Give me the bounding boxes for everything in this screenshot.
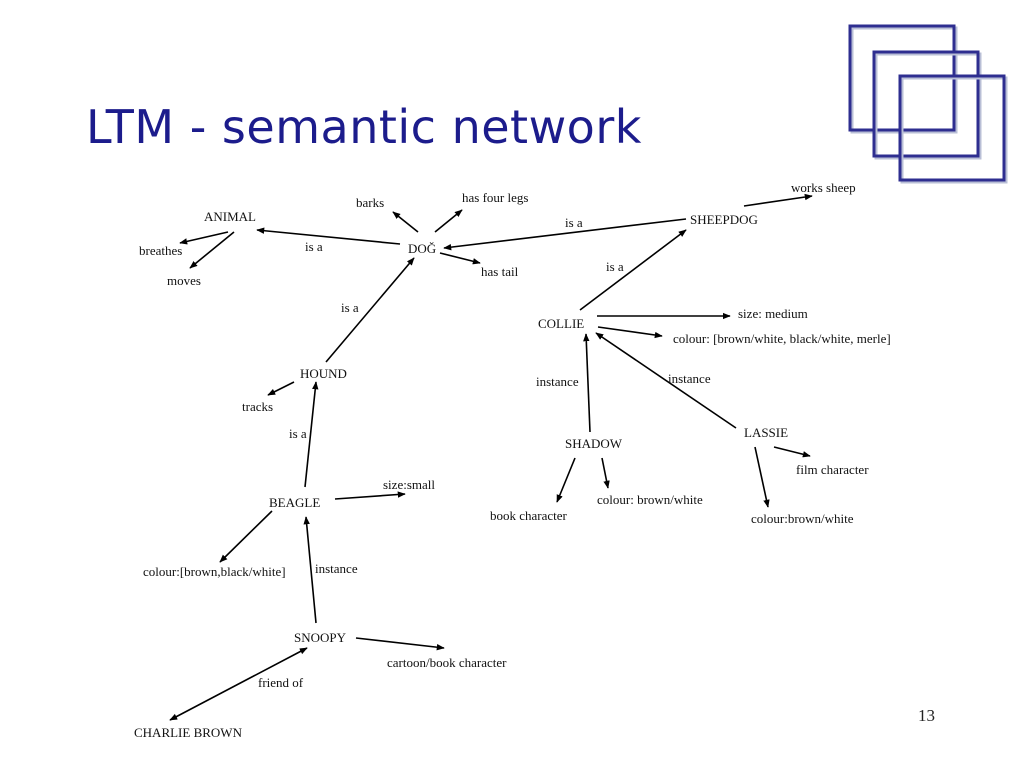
deco-square-3 xyxy=(900,76,1008,184)
edge-label-sheepdog-dog: is a xyxy=(565,215,583,230)
edge-label-lassie-collie: instance xyxy=(668,371,711,386)
edges xyxy=(169,193,813,721)
edge-label-snoopy-beagle: instance xyxy=(315,561,358,576)
slide-title: LTM - semantic network xyxy=(86,100,642,154)
node-size-medium: size: medium xyxy=(738,306,808,321)
node-lassie: LASSIE xyxy=(744,425,788,440)
node-works-sheep: works sheep xyxy=(791,180,856,195)
edge-beagle-colour xyxy=(219,510,273,563)
node-tracks: tracks xyxy=(242,399,273,414)
node-has-four-legs: has four legs xyxy=(462,190,528,205)
edge-beagle-size-small xyxy=(334,491,406,500)
node-charlie-brown: CHARLIE BROWN xyxy=(134,725,243,740)
node-snoopy: SNOOPY xyxy=(294,630,347,645)
edge-label-collie-sheepdog: is a xyxy=(606,259,624,274)
node-colour-lassie: colour:brown/white xyxy=(751,511,854,526)
edge-dog-has-four-legs xyxy=(434,209,463,233)
edge-shadow-collie xyxy=(583,333,591,433)
node-book-character: book character xyxy=(490,508,568,523)
node-collie: COLLIE xyxy=(538,316,584,331)
node-breathes: breathes xyxy=(139,243,182,258)
edge-hound-tracks xyxy=(267,381,295,396)
node-dog: DOĞ xyxy=(408,241,436,256)
deco-square-2-front xyxy=(872,50,980,158)
deco-square-1 xyxy=(850,26,958,134)
node-size-small: size:small xyxy=(383,477,435,492)
node-shadow: SHADOW xyxy=(565,436,623,451)
edge-label-hound-dog: is a xyxy=(341,300,359,315)
edge-sheepdog-dog xyxy=(443,218,687,251)
edge-lassie-collie xyxy=(595,332,737,429)
edge-label-beagle-hound: is a xyxy=(289,426,307,441)
edge-lassie-colour xyxy=(754,446,770,508)
node-film-character: film character xyxy=(796,462,869,477)
edge-snoopy-beagle xyxy=(303,516,317,624)
node-sheepdog: SHEEPDOG xyxy=(690,212,758,227)
edge-sheepdog-works-sheep xyxy=(743,193,813,207)
edge-collie-colour xyxy=(597,326,663,339)
node-colour-beagle: colour:[brown,black/white] xyxy=(143,564,286,579)
page-number: 13 xyxy=(918,706,935,725)
edge-beagle-hound xyxy=(304,381,319,488)
node-hound: HOUND xyxy=(300,366,347,381)
node-colour-shadow: colour: brown/white xyxy=(597,492,703,507)
node-cartoon: cartoon/book character xyxy=(387,655,507,670)
node-barks: barks xyxy=(356,195,384,210)
edge-collie-sheepdog xyxy=(579,229,687,311)
edge-lassie-film-character xyxy=(773,446,811,458)
edge-dog-barks xyxy=(392,211,419,233)
corner-decoration-squares xyxy=(848,24,1008,184)
edge-shadow-book-character xyxy=(556,457,576,503)
nodes: ANIMAL breathes moves barks has four leg… xyxy=(134,180,891,740)
node-beagle: BEAGLE xyxy=(269,495,320,510)
deco-square-3-front xyxy=(898,74,1006,182)
edge-label-shadow-collie: instance xyxy=(536,374,579,389)
edge-dog-has-tail xyxy=(439,252,481,265)
edge-animal-breathes xyxy=(179,231,229,245)
edge-label-dog-animal: is a xyxy=(305,239,323,254)
node-colour-collie: colour: [brown/white, black/white, merle… xyxy=(673,331,891,346)
edge-hound-dog xyxy=(325,257,415,363)
edge-dog-animal xyxy=(256,227,401,245)
edge-snoopy-cartoon xyxy=(355,637,445,651)
edge-label-charlie-snoopy: friend of xyxy=(258,675,304,690)
deco-square-2 xyxy=(874,52,982,160)
node-moves: moves xyxy=(167,273,201,288)
node-has-tail: has tail xyxy=(481,264,519,279)
edge-animal-moves xyxy=(189,231,235,269)
edge-shadow-colour xyxy=(601,457,610,489)
edge-charlie-snoopy xyxy=(169,647,308,721)
node-animal: ANIMAL xyxy=(204,209,256,224)
edge-labels: is a is a is a is a is a instance instan… xyxy=(258,215,711,690)
